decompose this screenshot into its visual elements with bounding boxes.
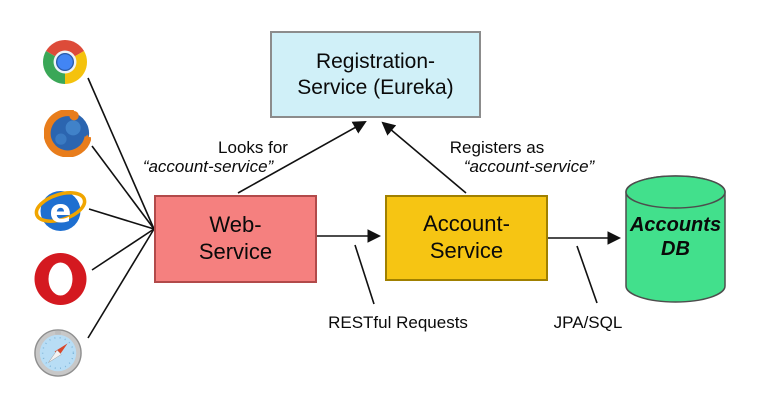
svg-text:e: e [50, 192, 72, 230]
edge-ie-web [88, 208, 155, 230]
registration-service-node: Registration- Service (Eureka) [270, 31, 481, 118]
edge-web-registration [237, 121, 367, 194]
edge-chrome-web [87, 77, 155, 230]
web-service-node: Web- Service [154, 195, 317, 283]
edge-account-registration [381, 121, 467, 194]
looks-for-label: Looks for [218, 138, 288, 157]
looks-for-service-label: “account-service” [142, 157, 274, 176]
accounts-db-cylinder [625, 175, 726, 303]
internet-explorer-icon: e [34, 191, 87, 231]
firefox-icon [44, 110, 91, 157]
edge-firefox-web [91, 145, 155, 230]
edge-opera-web [91, 228, 155, 271]
opera-icon [34, 253, 87, 305]
account-service-node: Account- Service [385, 195, 548, 281]
leader-restful [354, 244, 375, 305]
leader-jpa [576, 245, 598, 304]
registers-as-label: Registers as [449, 138, 545, 157]
restful-requests-label: RESTful Requests [328, 313, 468, 332]
safari-icon [34, 329, 82, 377]
edge-safari-web [87, 228, 155, 339]
accounts-db-label: Accounts DB [629, 214, 722, 260]
chrome-icon [43, 40, 87, 84]
registers-as-service-label: “account-service” [463, 157, 595, 176]
jpa-sql-label: JPA/SQL [553, 313, 623, 332]
